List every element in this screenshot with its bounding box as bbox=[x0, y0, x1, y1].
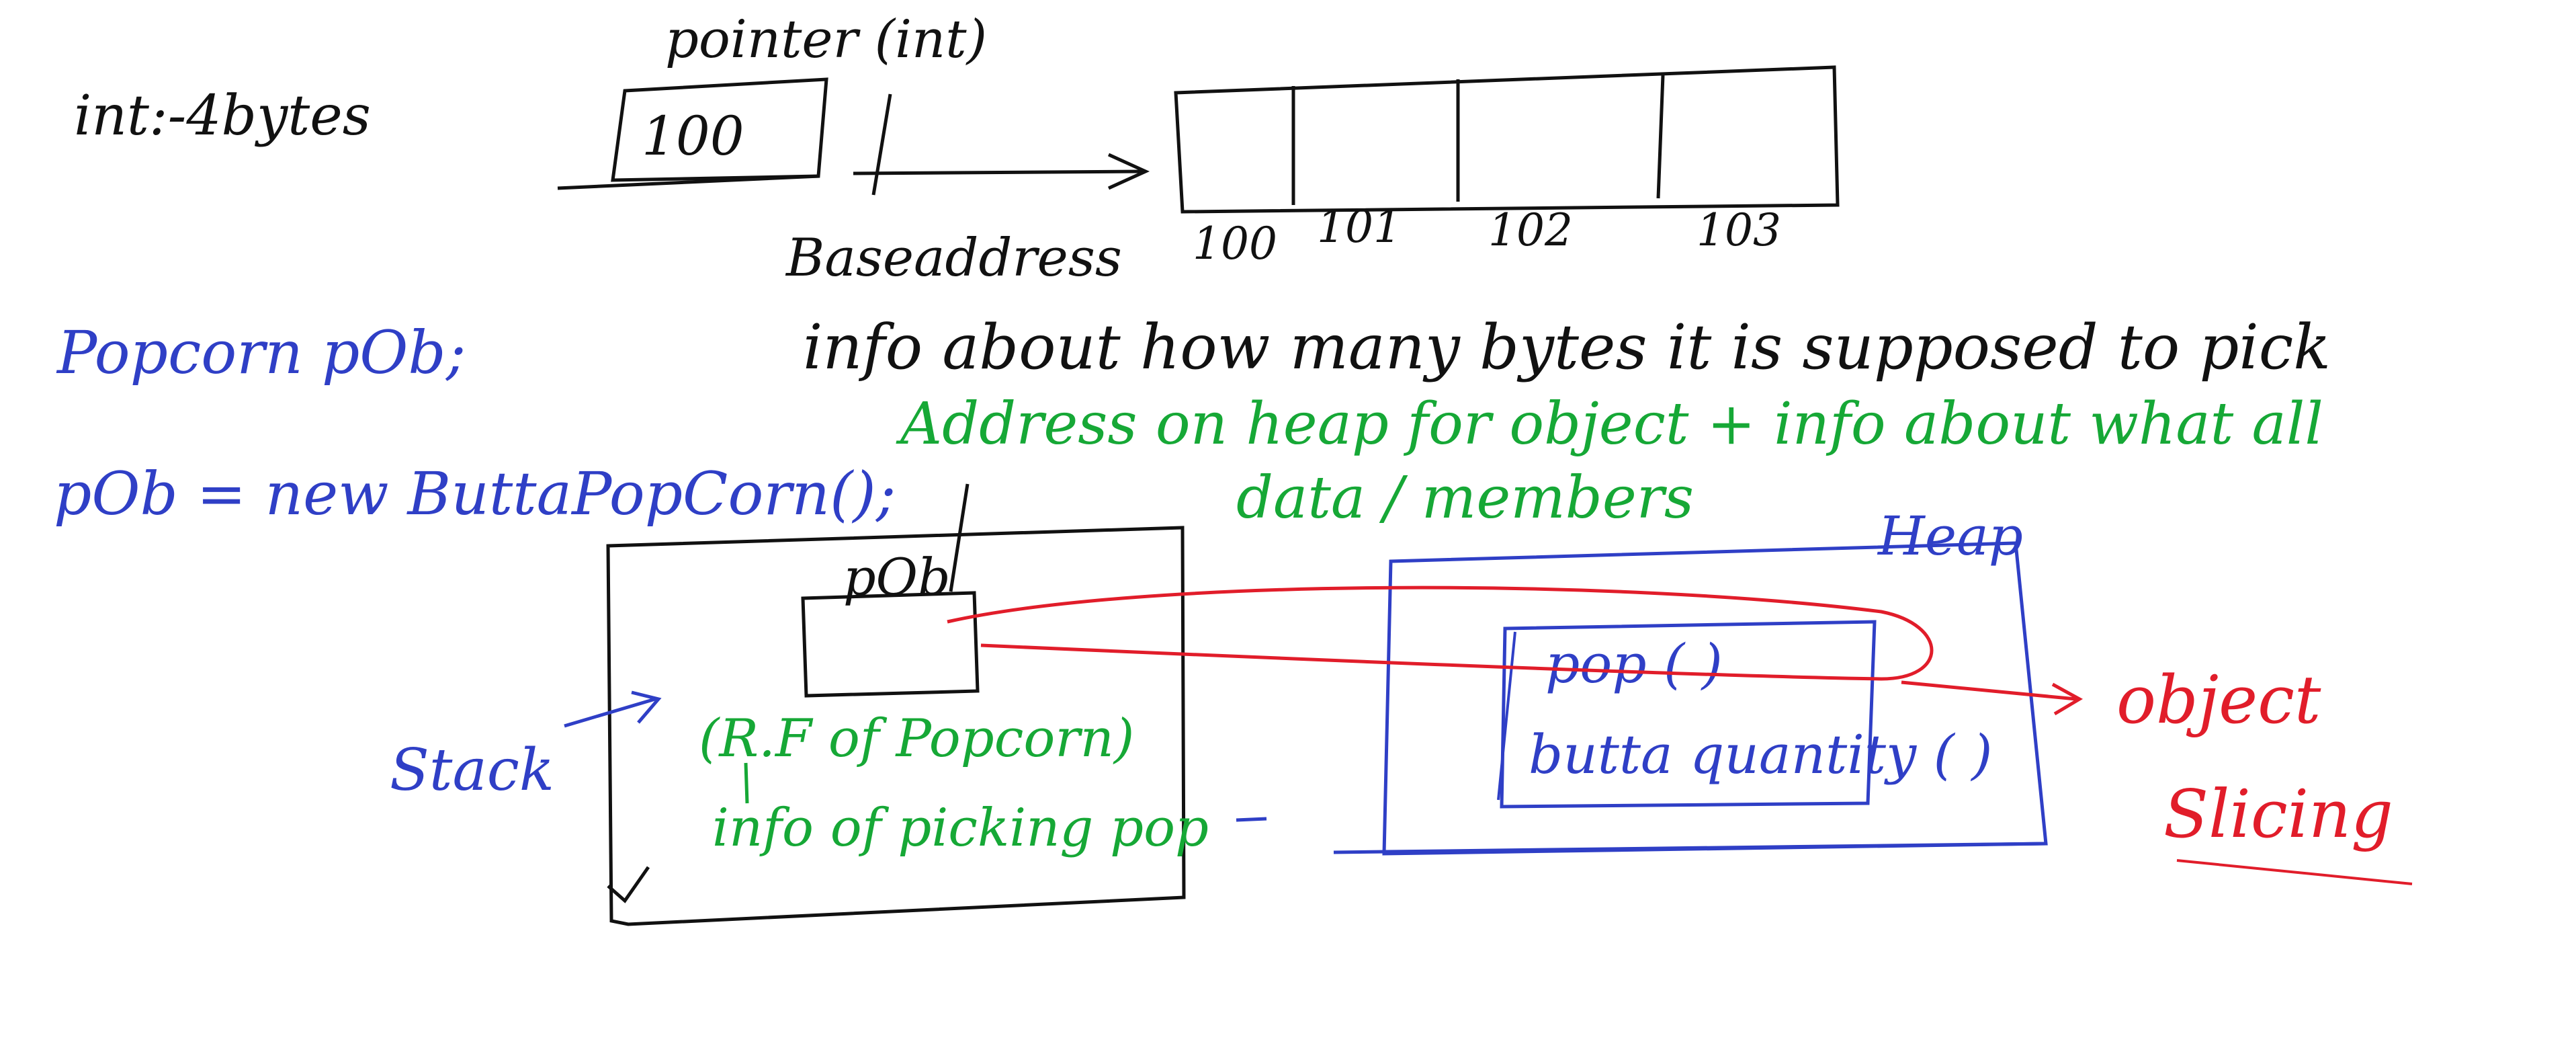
int-size-note: int:-4bytes bbox=[74, 84, 371, 148]
slicing-arrow bbox=[1901, 680, 2077, 701]
code-line-assignment: pOb = new ButtaPopCorn(); bbox=[54, 459, 896, 528]
pointer-value: 100 bbox=[642, 105, 744, 167]
slicing-label-line-1: object bbox=[2116, 662, 2321, 739]
reference-type-arrow bbox=[744, 762, 749, 804]
heap-note-line-1: Address on heap for object + info about … bbox=[896, 391, 2323, 458]
memory-array bbox=[1174, 65, 1840, 214]
heap-label: Heap bbox=[1877, 505, 2023, 567]
slicing-underline bbox=[2176, 859, 2413, 885]
stack-label-arrow bbox=[564, 697, 656, 728]
pointer-box-baseline bbox=[557, 174, 820, 190]
reference-box bbox=[801, 591, 980, 698]
reference-tick bbox=[949, 483, 970, 592]
separator-dash bbox=[1236, 817, 1267, 822]
heap-method-pop: pop ( ) bbox=[1545, 633, 1723, 695]
heap-method-butta-quantity: butta quantity ( ) bbox=[1529, 723, 1992, 786]
slicing-arrow-head bbox=[2051, 682, 2084, 716]
stack-frame bbox=[606, 526, 1186, 926]
cell-address-4: 103 bbox=[1697, 204, 1781, 256]
info-note: info about how many bytes it is supposed… bbox=[803, 311, 2331, 383]
stack-label: Stack bbox=[390, 737, 554, 804]
pointer-label: pointer (int) bbox=[665, 9, 987, 70]
heap-frame-underline bbox=[1333, 842, 2047, 854]
memory-cell-divider-3 bbox=[1656, 75, 1665, 199]
stack-label-arrow-head bbox=[631, 690, 662, 724]
slicing-label-line-2: Slicing bbox=[2163, 776, 2393, 853]
pointer-tick bbox=[871, 93, 892, 196]
cell-address-1: 100 bbox=[1193, 218, 1277, 270]
reference-info-note: info of picking pop bbox=[712, 798, 1209, 858]
cell-address-2: 101 bbox=[1317, 201, 1402, 253]
pointer-arrow bbox=[853, 169, 1143, 175]
code-line-declaration: Popcorn pOb; bbox=[56, 318, 466, 387]
slicing-path bbox=[947, 585, 1934, 681]
pointer-arrow-head bbox=[1107, 153, 1150, 190]
reference-type-note: (R.F of Popcorn) bbox=[699, 708, 1134, 769]
heap-note-line-2: data / members bbox=[1236, 464, 1694, 532]
stack-frame-corner-mark bbox=[607, 866, 650, 903]
cell-address-3: 102 bbox=[1488, 204, 1573, 256]
base-address-label: Baseaddress bbox=[785, 228, 1122, 288]
heap-object-box-left-stroke bbox=[1497, 631, 1516, 801]
heap-frame bbox=[1382, 541, 2048, 856]
